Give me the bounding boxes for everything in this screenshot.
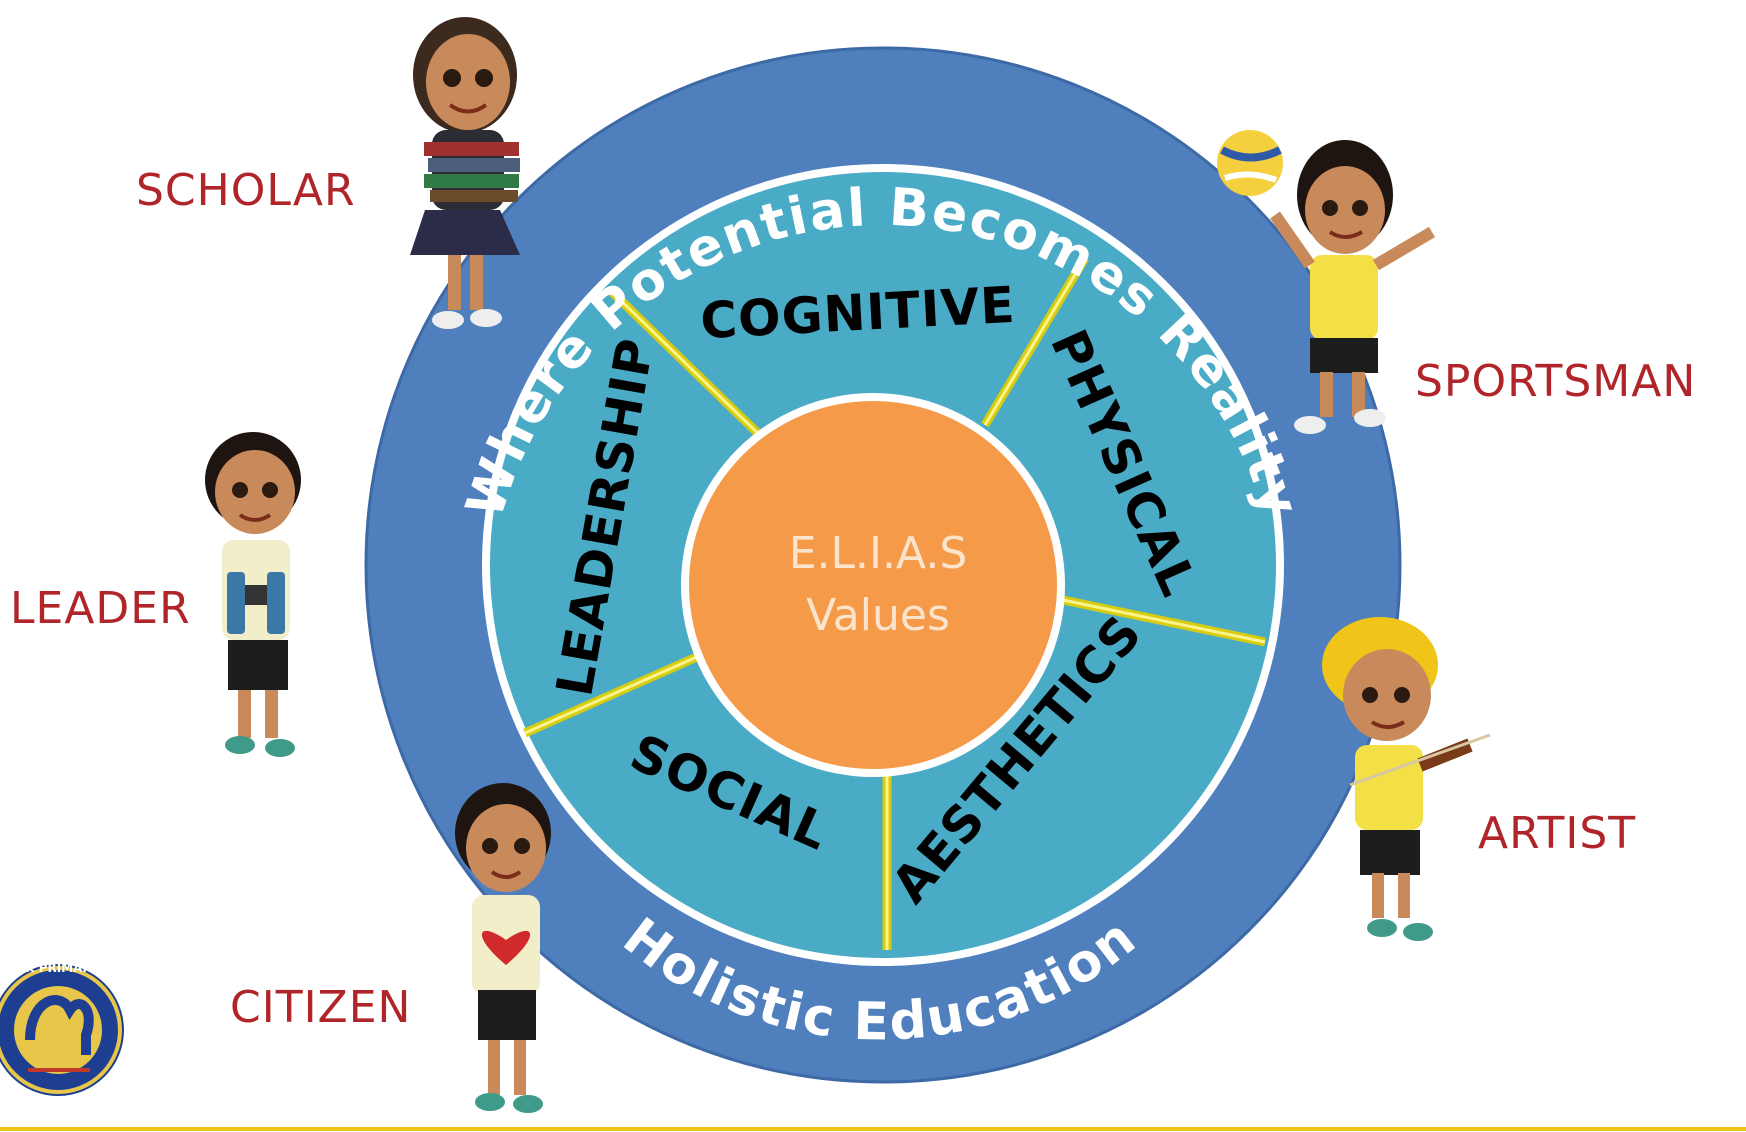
label-scholar: SCHOLAR (136, 165, 356, 216)
label-artist: ARTIST (1478, 808, 1636, 859)
label-citizen: CITIZEN (230, 982, 411, 1033)
segment-dividers (523, 255, 1266, 950)
center-circle (689, 401, 1057, 769)
center-line2: Values (806, 590, 950, 641)
outer-ring-edge (364, 46, 1402, 1084)
artist-character (1322, 617, 1491, 941)
label-sportsman: SPORTSMAN (1415, 356, 1696, 407)
school-logo-text: ELIAS PARK PRIMARY SCHOOL (0, 961, 160, 975)
sportsman-character (1217, 130, 1436, 434)
label-leader: LEADER (10, 583, 191, 634)
center-line1: E.L.I.A.S (789, 528, 968, 579)
school-logo (0, 964, 124, 1096)
leader-character (205, 432, 301, 757)
scholar-character (410, 17, 520, 329)
bottom-rule (0, 1127, 1746, 1131)
citizen-character (455, 783, 551, 1113)
